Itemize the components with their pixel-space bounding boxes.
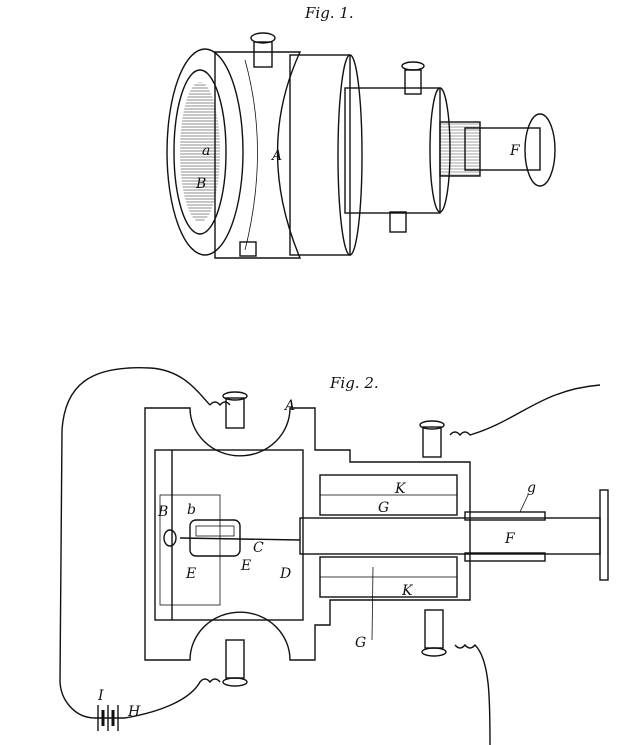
label-a: a: [202, 143, 210, 159]
figure-2-title: Fig. 2.: [329, 374, 379, 392]
label-G: G: [355, 635, 366, 651]
label-I: I: [97, 688, 104, 704]
figure-2: Fig. 2. I H: [59, 367, 609, 745]
terminal-top-left: [222, 391, 248, 429]
label-F: F: [504, 531, 516, 547]
label-g: g: [527, 480, 536, 496]
inner-chamber: [154, 449, 304, 621]
label-E-right: E: [240, 558, 251, 574]
figure-1: Fig. 1. A B: [166, 4, 556, 259]
label-K-top: K: [394, 481, 407, 497]
label-G-core: G: [378, 500, 389, 516]
terminal-bottom-left: [222, 639, 248, 687]
housing-section: [144, 407, 471, 661]
label-C: C: [253, 540, 264, 556]
figure-1-title: Fig. 1.: [304, 4, 354, 22]
wire-right-bottom: [454, 643, 491, 745]
knob: [439, 113, 556, 187]
label-H: H: [127, 704, 141, 720]
wire-bottom: [124, 678, 221, 719]
terminal-top-right: [419, 420, 445, 458]
label-D: D: [279, 566, 291, 582]
shaft: [299, 517, 601, 555]
label-b: b: [187, 502, 196, 518]
flange: [599, 489, 609, 581]
sleeve: [464, 511, 546, 521]
main-body: [166, 32, 363, 259]
label-B: B: [195, 176, 206, 192]
label-A-top: A: [283, 398, 295, 414]
rear-cylinder: [344, 61, 451, 233]
wire-right-top: [449, 384, 601, 437]
terminal-bottom-right: [421, 609, 447, 657]
label-F: F: [509, 143, 521, 159]
battery: [95, 705, 125, 731]
label-A: A: [270, 148, 282, 164]
label-K-bottom: K: [401, 583, 414, 599]
label-E-left: E: [185, 566, 196, 582]
wire-left: [59, 367, 211, 719]
label-B: B: [157, 504, 168, 520]
